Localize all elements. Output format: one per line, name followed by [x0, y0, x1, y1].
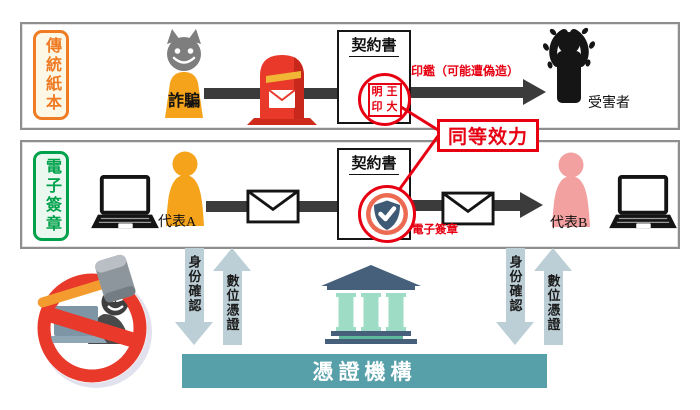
traditional-paper-label: 傳統紙本 [43, 37, 60, 113]
laptop-icon [91, 175, 159, 229]
arrow-right-head-icon [523, 79, 546, 105]
arrow-down-icon [505, 248, 525, 322]
shield-callout-circle [358, 185, 416, 243]
rep-a-figure [161, 150, 209, 228]
laptop-b [608, 175, 678, 233]
envelope-outgoing [246, 189, 300, 224]
gavel-icon [37, 254, 136, 308]
person-icon [552, 152, 590, 227]
arrow-down-head-icon [175, 322, 213, 345]
contract-title: 契約書 [349, 37, 399, 57]
laptop-icon [609, 175, 677, 229]
rep-a-label: 代表A [158, 215, 197, 230]
fraudster-figure: 詐騙 [155, 27, 213, 121]
seal-forgery-note: 印鑑（可能遭偽造） [411, 64, 520, 78]
equivalence-label: 同等效力 [447, 127, 528, 148]
esignature-row-label: 電子簽章 [43, 158, 60, 234]
rep-b-figure [547, 151, 595, 229]
no-hacker-sign [18, 248, 166, 392]
seal-stamp-icon: 明 王 印 大 [367, 82, 402, 117]
no-hacker-icon [37, 254, 152, 388]
fraud-devil-icon [165, 29, 203, 118]
seal-char-bottom-right: 大 [386, 100, 398, 113]
esignature-tag: 電子簽章 [33, 151, 69, 241]
envelope-icon [246, 189, 300, 224]
laptop-a [90, 175, 160, 233]
certificate-authority-bar: 憑證機構 [182, 354, 547, 388]
digital-cert-arrow-left: 數位憑證 [213, 248, 251, 345]
digital-cert-label-right: 數位憑證 [545, 274, 561, 332]
identity-confirm-label-left: 身份確認 [186, 255, 202, 313]
arrow-down-head-icon [496, 322, 534, 345]
arrow-up-icon [222, 271, 242, 345]
seal-char-top-right: 王 [386, 85, 398, 98]
mailbox-icon [247, 55, 317, 125]
fraud-label: 詐騙 [167, 93, 200, 110]
shield-check-icon [366, 193, 408, 235]
victim-label: 受害者 [588, 96, 630, 111]
certificate-authority-label: 憑證機構 [312, 361, 417, 384]
arrow-up-head-icon [213, 248, 251, 271]
seal-char-top-left: 明 [371, 85, 383, 98]
arrow-right-head-icon [520, 192, 543, 218]
contract-title: 契約書 [349, 155, 399, 175]
digital-cert-arrow-right: 數位憑證 [534, 248, 572, 345]
arrow-down-icon [184, 248, 204, 322]
victim-icon [542, 27, 596, 103]
bank-icon [321, 265, 421, 344]
certificate-authority-building [318, 264, 424, 344]
seal-callout-circle: 明 王 印 大 [358, 73, 411, 126]
victim-figure [538, 27, 600, 111]
arrow-up-icon [543, 271, 563, 345]
envelope-icon [441, 191, 495, 226]
arrow-up-head-icon [534, 248, 572, 271]
identity-confirm-label-right: 身份確認 [507, 255, 523, 313]
rep-b-label: 代表B [550, 216, 588, 231]
identity-confirm-arrow-left: 身份確認 [175, 248, 213, 345]
envelope-incoming [441, 191, 495, 226]
equivalence-box: 同等效力 [437, 119, 539, 152]
digital-cert-label-left: 數位憑證 [224, 274, 240, 332]
person-icon [166, 151, 204, 226]
esign-caption: 電子簽章 [412, 224, 458, 236]
traditional-paper-tag: 傳統紙本 [33, 30, 69, 120]
seal-char-bottom-left: 印 [371, 100, 383, 113]
arrow-right-icon [407, 87, 524, 98]
identity-confirm-arrow-right: 身份確認 [496, 248, 534, 345]
mailbox [247, 52, 317, 126]
